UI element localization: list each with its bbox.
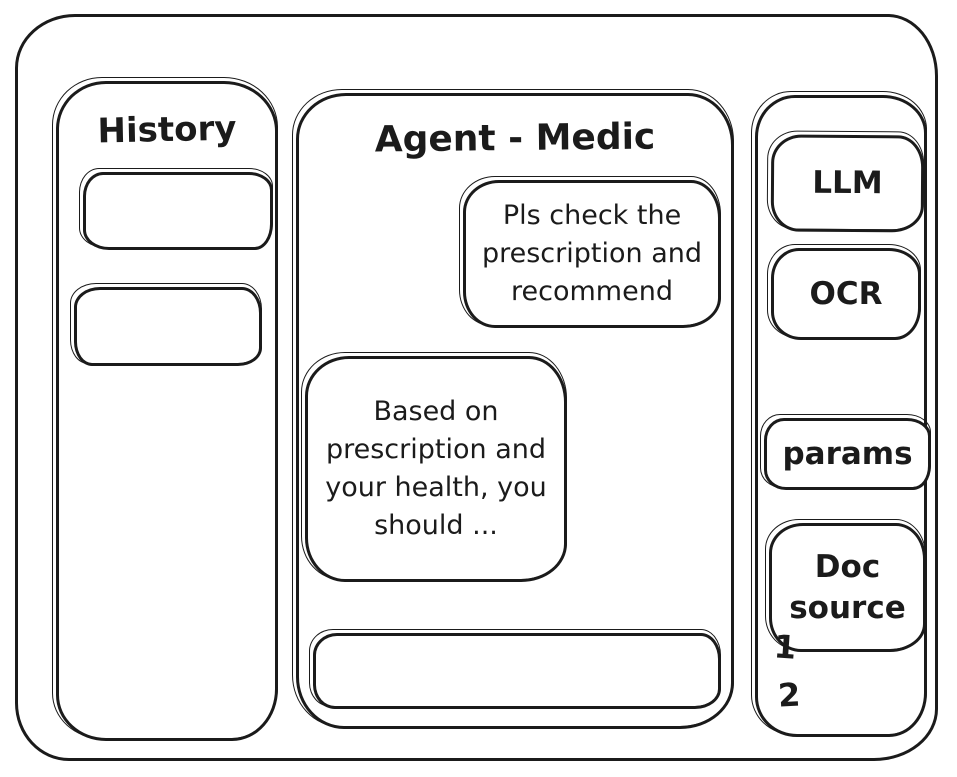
app-window-frame: History Agent - Medic Pls check the pres…	[15, 14, 938, 761]
chat-message-assistant-text: Based on prescription and your health, y…	[325, 396, 547, 541]
history-item[interactable]	[70, 283, 262, 366]
tools-panel: LLM OCR params Doc source 1 2	[751, 91, 931, 737]
params-button[interactable]: params	[760, 414, 931, 490]
chat-input[interactable]	[316, 636, 718, 706]
ocr-button[interactable]: OCR	[767, 244, 921, 340]
history-item[interactable]	[79, 168, 273, 250]
doc-source-item-1[interactable]: 1	[772, 627, 798, 667]
chat-message-assistant: Based on prescription and your health, y…	[301, 352, 567, 582]
ocr-button-label: OCR	[809, 275, 883, 312]
chat-panel-title: Agent - Medic	[374, 116, 656, 161]
doc-source-item-2[interactable]: 2	[777, 675, 802, 715]
doc-source-button[interactable]: Doc source	[765, 519, 926, 652]
chat-message-user-text: Pls check the prescription and recommend	[481, 200, 702, 307]
chat-message-user: Pls check the prescription and recommend	[459, 176, 721, 328]
history-panel-title: History	[97, 108, 237, 152]
history-panel: History	[52, 77, 278, 741]
llm-button[interactable]: LLM	[770, 134, 925, 233]
llm-button-label: LLM	[812, 165, 883, 202]
chat-input-bar[interactable]	[309, 629, 721, 709]
doc-source-button-label: Doc source	[789, 549, 906, 626]
chat-panel: Agent - Medic Pls check the prescription…	[292, 89, 734, 729]
params-button-label: params	[782, 435, 913, 472]
